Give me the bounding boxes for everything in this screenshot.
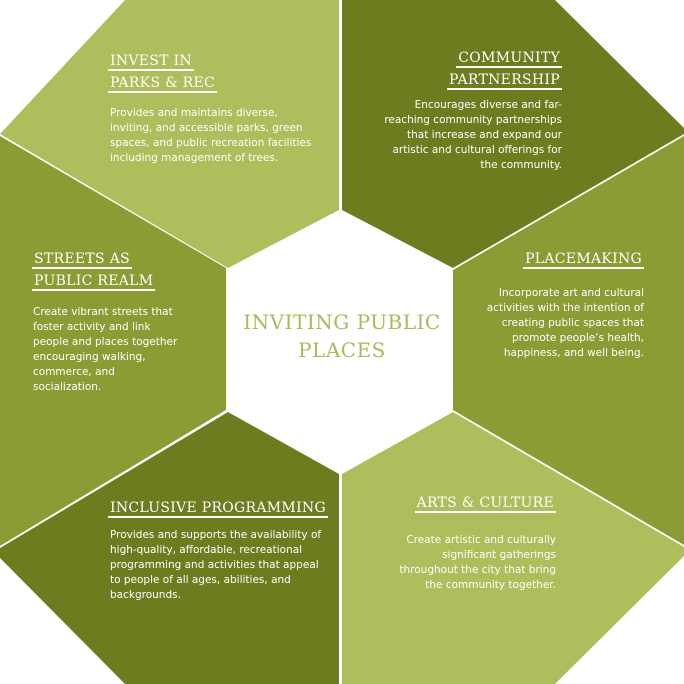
segment-community-shape: [342, 0, 684, 268]
segment-arts-title: ARTS & CULTURE: [414, 492, 556, 514]
segment-invest-title: INVEST IN PARKS & REC: [108, 50, 217, 94]
center-hexagon: [228, 212, 452, 472]
segment-community-title-line2: PARTNERSHIP: [447, 72, 562, 90]
segment-community-title-line1: COMMUNITY: [456, 50, 562, 68]
segment-invest-body: Provides and maintains diverse, inviting…: [110, 107, 312, 164]
segment-placemaking-shape: [453, 136, 684, 545]
segment-arts-title-line1: ARTS & CULTURE: [414, 495, 556, 513]
segment-streets-title: STREETS AS PUBLIC REALM: [32, 248, 156, 292]
segment-streets-title-line2: PUBLIC REALM: [32, 273, 156, 291]
segment-inclusive-title-line1: INCLUSIVE PROGRAMMING: [108, 500, 328, 518]
segment-community-body: Encourages diverse and far-reaching comm…: [384, 99, 562, 171]
center-title: INVITING PUBLIC PLACES: [212, 308, 472, 364]
segment-invest-title-line2: PARKS & REC: [108, 75, 217, 93]
segment-inclusive-body: Provides and supports the availability o…: [110, 529, 322, 601]
segment-placemaking-title: PLACEMAKING: [523, 248, 644, 270]
segment-streets-title-line1: STREETS AS: [32, 251, 132, 269]
center-title-line2: PLACES: [298, 338, 386, 362]
segment-placemaking-body: Incorporate art and cultural activities …: [486, 287, 644, 359]
segment-arts-shape: [342, 412, 684, 684]
segment-placemaking-title-line1: PLACEMAKING: [523, 251, 644, 269]
segment-inclusive-shape: [0, 412, 339, 684]
segment-streets-body: Create vibrant streets that foster activ…: [33, 306, 178, 393]
segment-invest-shape: [0, 0, 339, 268]
segment-invest-title-line1: INVEST IN: [108, 53, 194, 71]
segment-inclusive-title: INCLUSIVE PROGRAMMING: [108, 497, 328, 519]
segment-streets-shape: [0, 136, 226, 546]
segment-arts-body: Create artistic and culturally significa…: [399, 534, 556, 591]
center-title-line1: INVITING PUBLIC: [243, 310, 441, 334]
segment-community-title: COMMUNITY PARTNERSHIP: [447, 47, 562, 91]
